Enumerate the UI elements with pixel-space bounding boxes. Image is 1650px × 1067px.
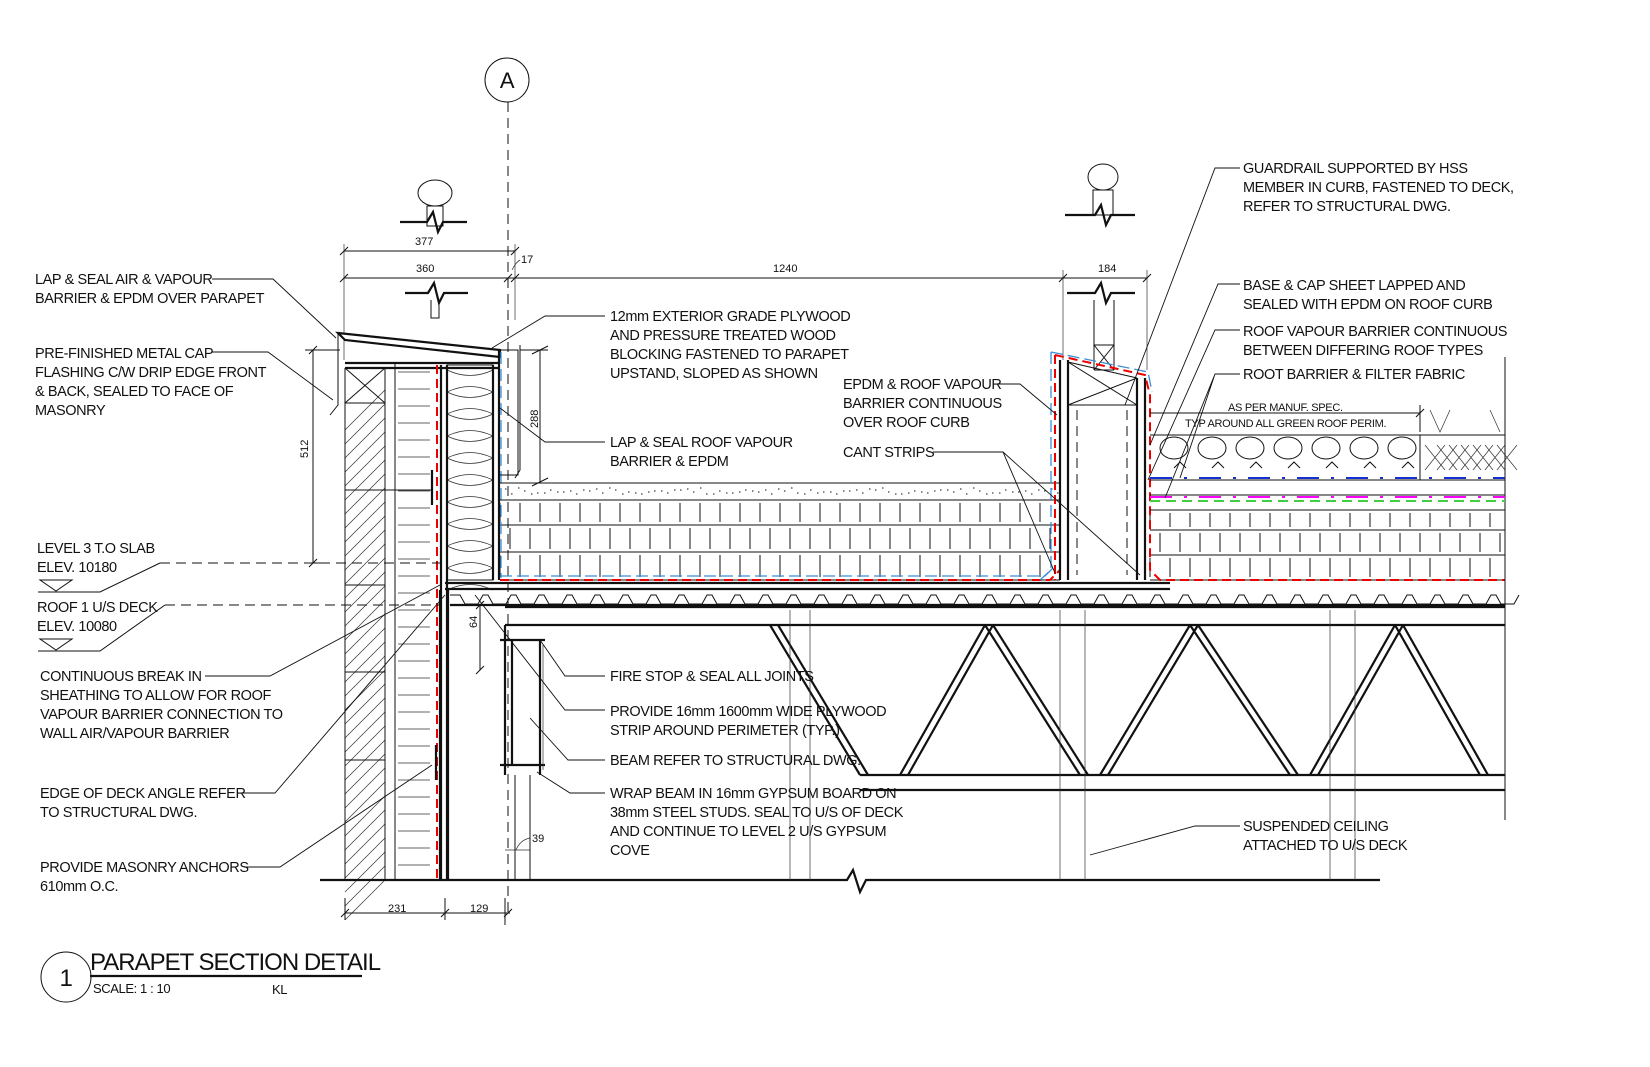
dim-231: 231 xyxy=(388,903,406,915)
green-roof-insulation xyxy=(1149,509,1505,581)
vegetation-hatch xyxy=(1424,444,1518,471)
detail-scale: SCALE: 1 : 10 xyxy=(93,981,170,996)
roof-assembly xyxy=(320,351,1506,895)
steel-deck xyxy=(450,594,1520,605)
roof-insulation xyxy=(499,499,1060,581)
dim-377: 377 xyxy=(415,236,433,248)
svg-text:FIRE STOP & SEAL ALL JOINTS: FIRE STOP & SEAL ALL JOINTS xyxy=(610,669,814,685)
dim-64: 64 xyxy=(468,616,480,628)
dim-129: 129 xyxy=(470,903,488,915)
detail-title: PARAPET SECTION DETAIL xyxy=(90,949,381,976)
guardrail-right xyxy=(1065,163,1135,371)
drawn-by: KL xyxy=(272,982,287,997)
svg-text:ROOT BARRIER & FILTER FABRIC: ROOT BARRIER & FILTER FABRIC xyxy=(1243,367,1465,383)
dim-184: 184 xyxy=(1098,263,1116,275)
svg-text:AS PER MANUF. SPEC.TYP AROUND: AS PER MANUF. SPEC.TYP AROUND ALL GREEN … xyxy=(1185,402,1387,430)
grid-line-a: A xyxy=(484,57,530,915)
dim-512: 512 xyxy=(299,440,311,458)
note-fire-stop: FIRE STOP & SEAL ALL JOINTS xyxy=(539,639,814,685)
dim-39: 39 xyxy=(532,833,544,845)
dim-360: 360 xyxy=(416,263,434,275)
grid-label: A xyxy=(500,68,515,93)
note-cant-strips: CANT STRIPS xyxy=(843,445,1141,576)
joist-webs xyxy=(769,624,1489,776)
note-beam: BEAM REFER TO STRUCTURAL DWG. xyxy=(529,717,861,769)
gravel-topping xyxy=(505,487,1059,495)
note-manuf-spec: AS PER MANUF. SPEC.TYP AROUND ALL GREEN … xyxy=(1185,402,1387,430)
batt-insulation xyxy=(446,369,494,591)
masonry-hatch xyxy=(344,389,386,921)
title-block: 1 PARAPET SECTION DETAIL SCALE: 1 : 10 K… xyxy=(40,949,382,1003)
air-space-lines xyxy=(398,371,430,866)
guardrail-left xyxy=(400,179,468,319)
note-root-barrier: ROOT BARRIER & FILTER FABRIC xyxy=(1164,367,1465,499)
dimensions: 377 360 17 1240 184 512 288 64 231 129 3… xyxy=(299,236,1152,925)
growing-medium xyxy=(1159,436,1417,469)
svg-text:BEAM REFER TO STRUCTURAL DWG.: BEAM REFER TO STRUCTURAL DWG. xyxy=(610,753,861,769)
material-patterns xyxy=(344,369,1520,921)
grid-bubble xyxy=(484,57,530,103)
dim-288: 288 xyxy=(529,410,541,428)
detail-number: 1 xyxy=(60,965,73,992)
dim-1240: 1240 xyxy=(773,263,797,275)
dim-17: 17 xyxy=(521,254,533,266)
svg-text:CANT STRIPS: CANT STRIPS xyxy=(843,445,934,461)
